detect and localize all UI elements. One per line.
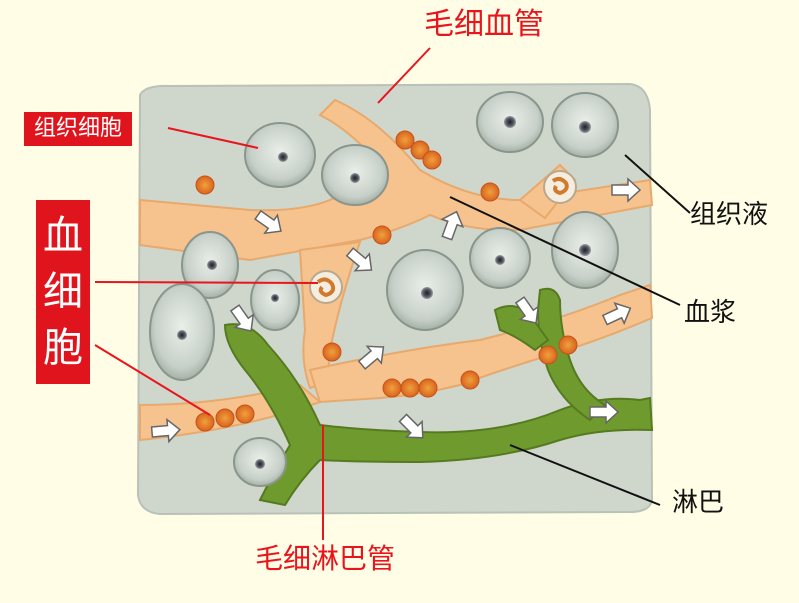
red-blood-cell-icon: [236, 405, 254, 423]
red-blood-cell-icon: [383, 379, 401, 397]
red-blood-cell-icon: [401, 379, 419, 397]
tissue-cell-icon: [245, 123, 315, 187]
white-blood-cell-icon: [310, 271, 342, 303]
tissue-cell-icon: [234, 438, 286, 486]
tissue-cell-icon: [552, 93, 618, 157]
red-blood-cell-icon: [423, 151, 441, 169]
red-blood-cell-icon: [539, 346, 557, 364]
red-blood-cell-icon: [216, 409, 234, 427]
red-blood-cell-icon: [481, 183, 499, 201]
capillary-label: 毛细血管: [424, 10, 544, 40]
red-blood-cell-icon: [419, 379, 437, 397]
tissue-cell-label: 组织细胞: [24, 112, 132, 146]
white-blood-cell-icon: [544, 171, 576, 203]
lymph-capillary-label: 毛细淋巴管: [255, 545, 395, 573]
plasma-label: 血浆: [684, 300, 736, 326]
tissue-cell-icon: [470, 228, 530, 288]
red-blood-cell-icon: [323, 343, 341, 361]
red-blood-cell-icon: [559, 336, 577, 354]
tissue-cell-icon: [387, 250, 463, 330]
tissue-cell-icon: [322, 145, 388, 205]
tissue-cell-icon: [150, 284, 214, 380]
blood-cell-label: 血 细 胞: [36, 200, 90, 384]
tissue-fluid-label: 组织液: [690, 202, 768, 228]
blood-cell-leader-wbc: [95, 282, 318, 283]
lymph-label: 淋巴: [672, 490, 724, 516]
tissue-cell-icon: [477, 92, 543, 152]
red-blood-cell-icon: [196, 413, 214, 431]
red-blood-cell-icon: [196, 176, 214, 194]
tissue-cell-icon: [251, 270, 299, 330]
red-blood-cell-icon: [461, 371, 479, 389]
red-blood-cell-icon: [373, 226, 391, 244]
